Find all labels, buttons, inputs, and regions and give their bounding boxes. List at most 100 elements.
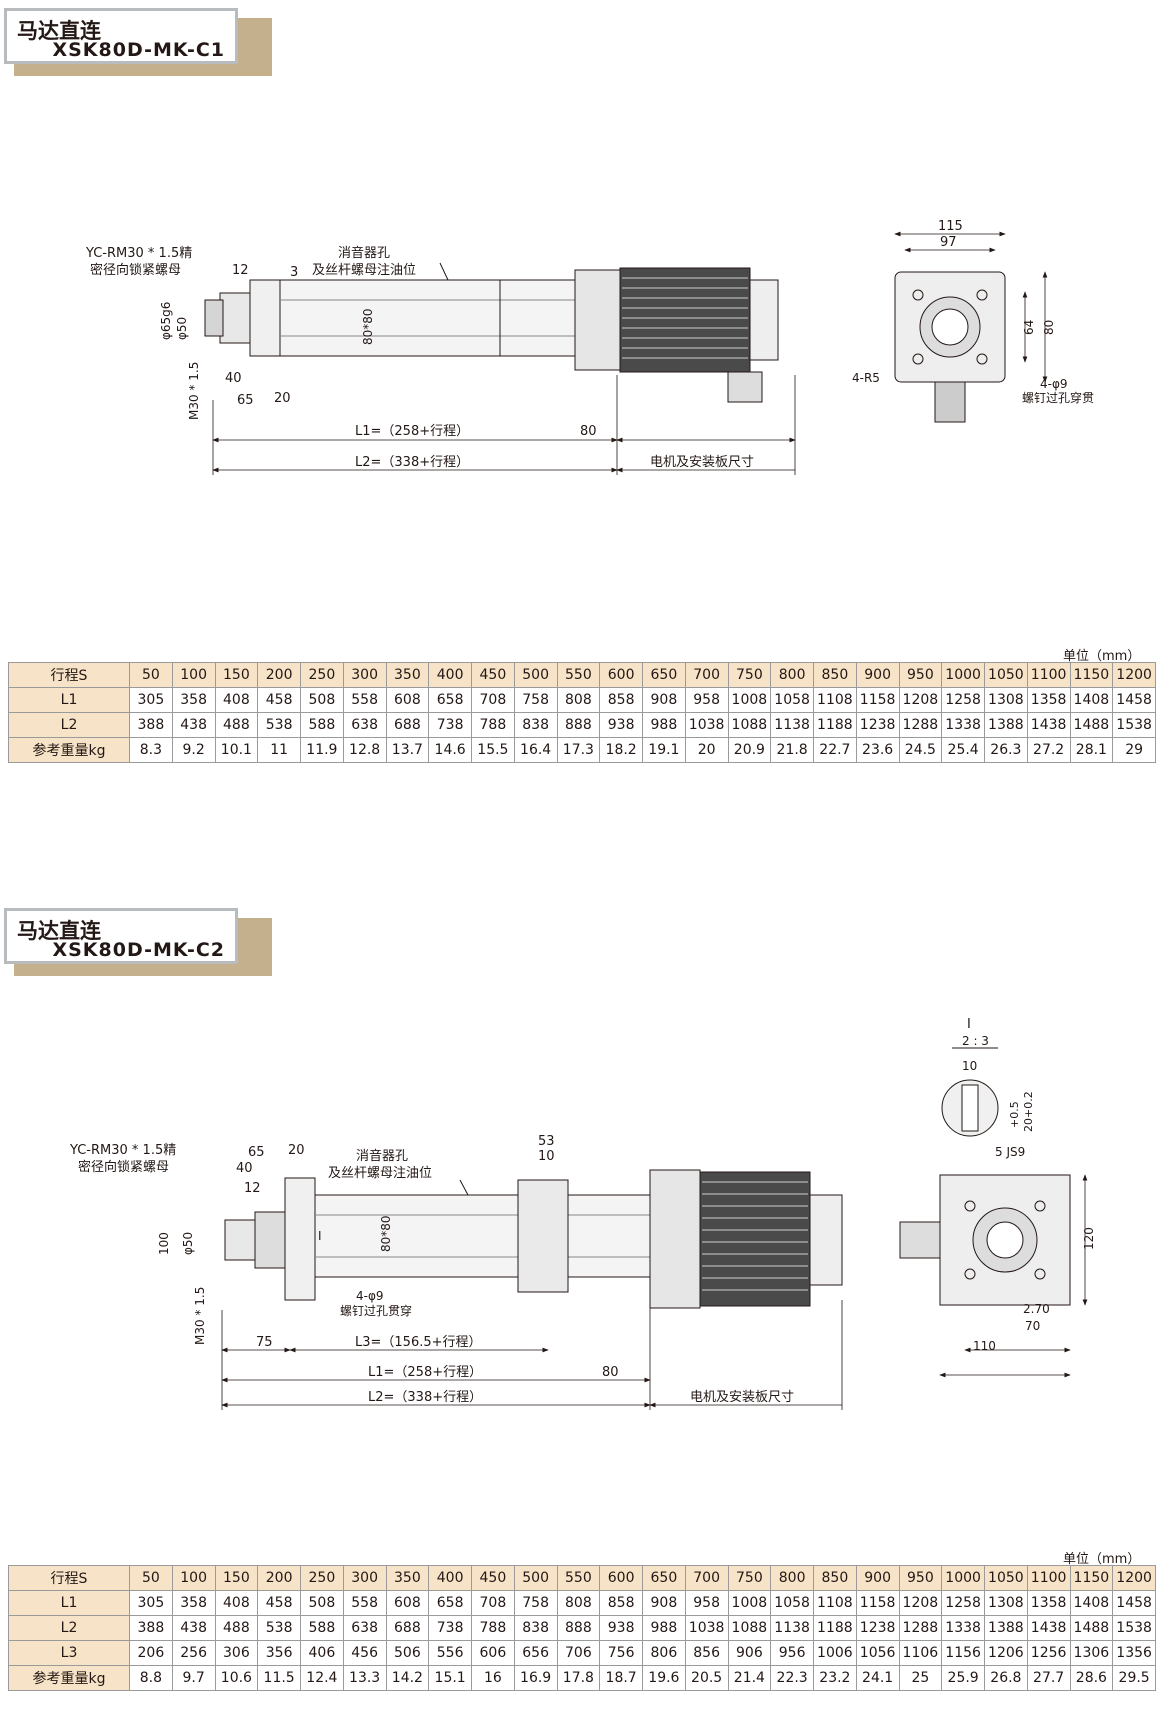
table-cell: 20.9 [727, 737, 772, 763]
table-cell: 1258 [941, 687, 985, 713]
dim-40: 40 [236, 1161, 253, 1176]
table-cell: 20.5 [684, 1665, 729, 1691]
table-cell: 17.8 [556, 1665, 601, 1691]
table-cell: 638 [342, 1615, 387, 1641]
table-cell: 650 [642, 1565, 686, 1591]
row-label: 参考重量kg [8, 1665, 130, 1691]
table-cell: 450 [471, 1565, 515, 1591]
table-cell: 656 [513, 1640, 558, 1666]
dim-20: 20 [288, 1143, 305, 1158]
table-cell: 456 [342, 1640, 387, 1666]
dim-12: 12 [244, 1181, 261, 1196]
table-cell: 16.4 [513, 737, 558, 763]
title-frame: 马达直连 XSK80D-MK-C2 [4, 908, 238, 964]
table-cell: 958 [684, 687, 729, 713]
table-cell: 1050 [984, 662, 1028, 688]
table-cell: 1156 [941, 1640, 985, 1666]
table-cell: 24.5 [898, 737, 943, 763]
table-cell: 1208 [898, 1590, 943, 1616]
table-cell: 1108 [813, 687, 857, 713]
table-cell: 888 [556, 712, 601, 738]
nut-label-1: YC-RM30 * 1.5精 [69, 1143, 176, 1158]
table-cell: 758 [513, 1590, 558, 1616]
table-cell: 488 [214, 1615, 259, 1641]
table-cell: 1100 [1026, 662, 1071, 688]
table-cell: 206 [129, 1640, 173, 1666]
table-cell: 708 [471, 687, 515, 713]
hole-spec: 4-φ9 [356, 1289, 384, 1303]
dim-l3: L3=（156.5+行程） [355, 1335, 482, 1350]
row-label: 参考重量kg [8, 737, 130, 763]
table-cell: 200 [257, 1565, 301, 1591]
table-cell: 18.7 [599, 1665, 643, 1691]
dim-l1: L1=（258+行程） [355, 424, 469, 439]
table-cell: 11.9 [300, 737, 344, 763]
muffler-label-2: 及丝杆螺母注油位 [328, 1166, 432, 1181]
table-cell: 1238 [855, 1615, 900, 1641]
hole-note: 螺钉过孔贯穿 [340, 1303, 412, 1318]
table-cell: 758 [513, 687, 558, 713]
table-cell: 358 [171, 687, 216, 713]
table-cell: 1438 [1026, 712, 1071, 738]
table-cell: 508 [300, 687, 344, 713]
dim-97: 97 [940, 235, 957, 250]
table-cell: 300 [342, 662, 387, 688]
table-cell: 1038 [684, 1615, 729, 1641]
table-cell: 608 [385, 1590, 430, 1616]
drawing-c1: YC-RM30 * 1.5精 密径向锁紧螺母 消音器孔 及丝杆螺母注油位 12 … [85, 219, 1094, 475]
table-cell: 838 [513, 712, 558, 738]
table-cell: 1000 [941, 1565, 985, 1591]
table-cell: 1306 [1069, 1640, 1114, 1666]
table-cell: 18.2 [599, 737, 643, 763]
table-cell: 756 [599, 1640, 643, 1666]
dim-10: 10 [538, 1149, 555, 1164]
table-cell: 50 [129, 1565, 173, 1591]
dim-80: 80 [580, 424, 597, 439]
table-cell: 10.1 [214, 737, 259, 763]
table-cell: 858 [599, 687, 643, 713]
unit-note-2: 单位（mm） [1063, 1552, 1141, 1567]
section-mark: I [318, 1229, 322, 1243]
dim-d50: φ50 [181, 1232, 195, 1255]
table-cell: 700 [684, 1565, 729, 1591]
table-cell: 9.7 [171, 1665, 216, 1691]
table-cell: 908 [642, 1590, 686, 1616]
table-cell: 488 [214, 712, 259, 738]
series-title: 马达直连 [17, 919, 101, 943]
table-cell: 1100 [1026, 1565, 1071, 1591]
table-cell: 1188 [813, 1615, 857, 1641]
table-cell: 356 [257, 1640, 301, 1666]
row-label: L2 [8, 712, 130, 738]
hole-note: 螺钉过孔穿贯 [1022, 390, 1094, 405]
table-cell: 15.5 [471, 737, 515, 763]
table-cell: 1056 [855, 1640, 900, 1666]
table-cell: 11 [257, 737, 301, 763]
table-cell: 458 [257, 687, 301, 713]
dimension-lines-c2 [221, 1174, 1088, 1410]
dim-80: 80 [602, 1365, 619, 1380]
table-cell: 12.4 [300, 1665, 344, 1691]
motor-note: 电机及安装板尺寸 [650, 455, 754, 470]
table-cell: 300 [342, 1565, 387, 1591]
dim-115: 115 [938, 219, 963, 234]
table-cell: 15.1 [428, 1665, 472, 1691]
table-cell: 250 [300, 662, 344, 688]
table-cell: 1150 [1069, 662, 1114, 688]
table-cell: 738 [428, 712, 472, 738]
table-cell: 350 [385, 1565, 430, 1591]
table-cell: 538 [257, 712, 301, 738]
table-cell: 1038 [684, 712, 729, 738]
table-cell: 28.1 [1069, 737, 1114, 763]
table-cell: 1206 [984, 1640, 1028, 1666]
dim-65: 65 [237, 393, 254, 408]
dim-53: 53 [538, 1134, 555, 1149]
table-cell: 21.8 [770, 737, 814, 763]
table-cell: 1088 [727, 1615, 772, 1641]
dim-70: 70 [1025, 1319, 1040, 1333]
